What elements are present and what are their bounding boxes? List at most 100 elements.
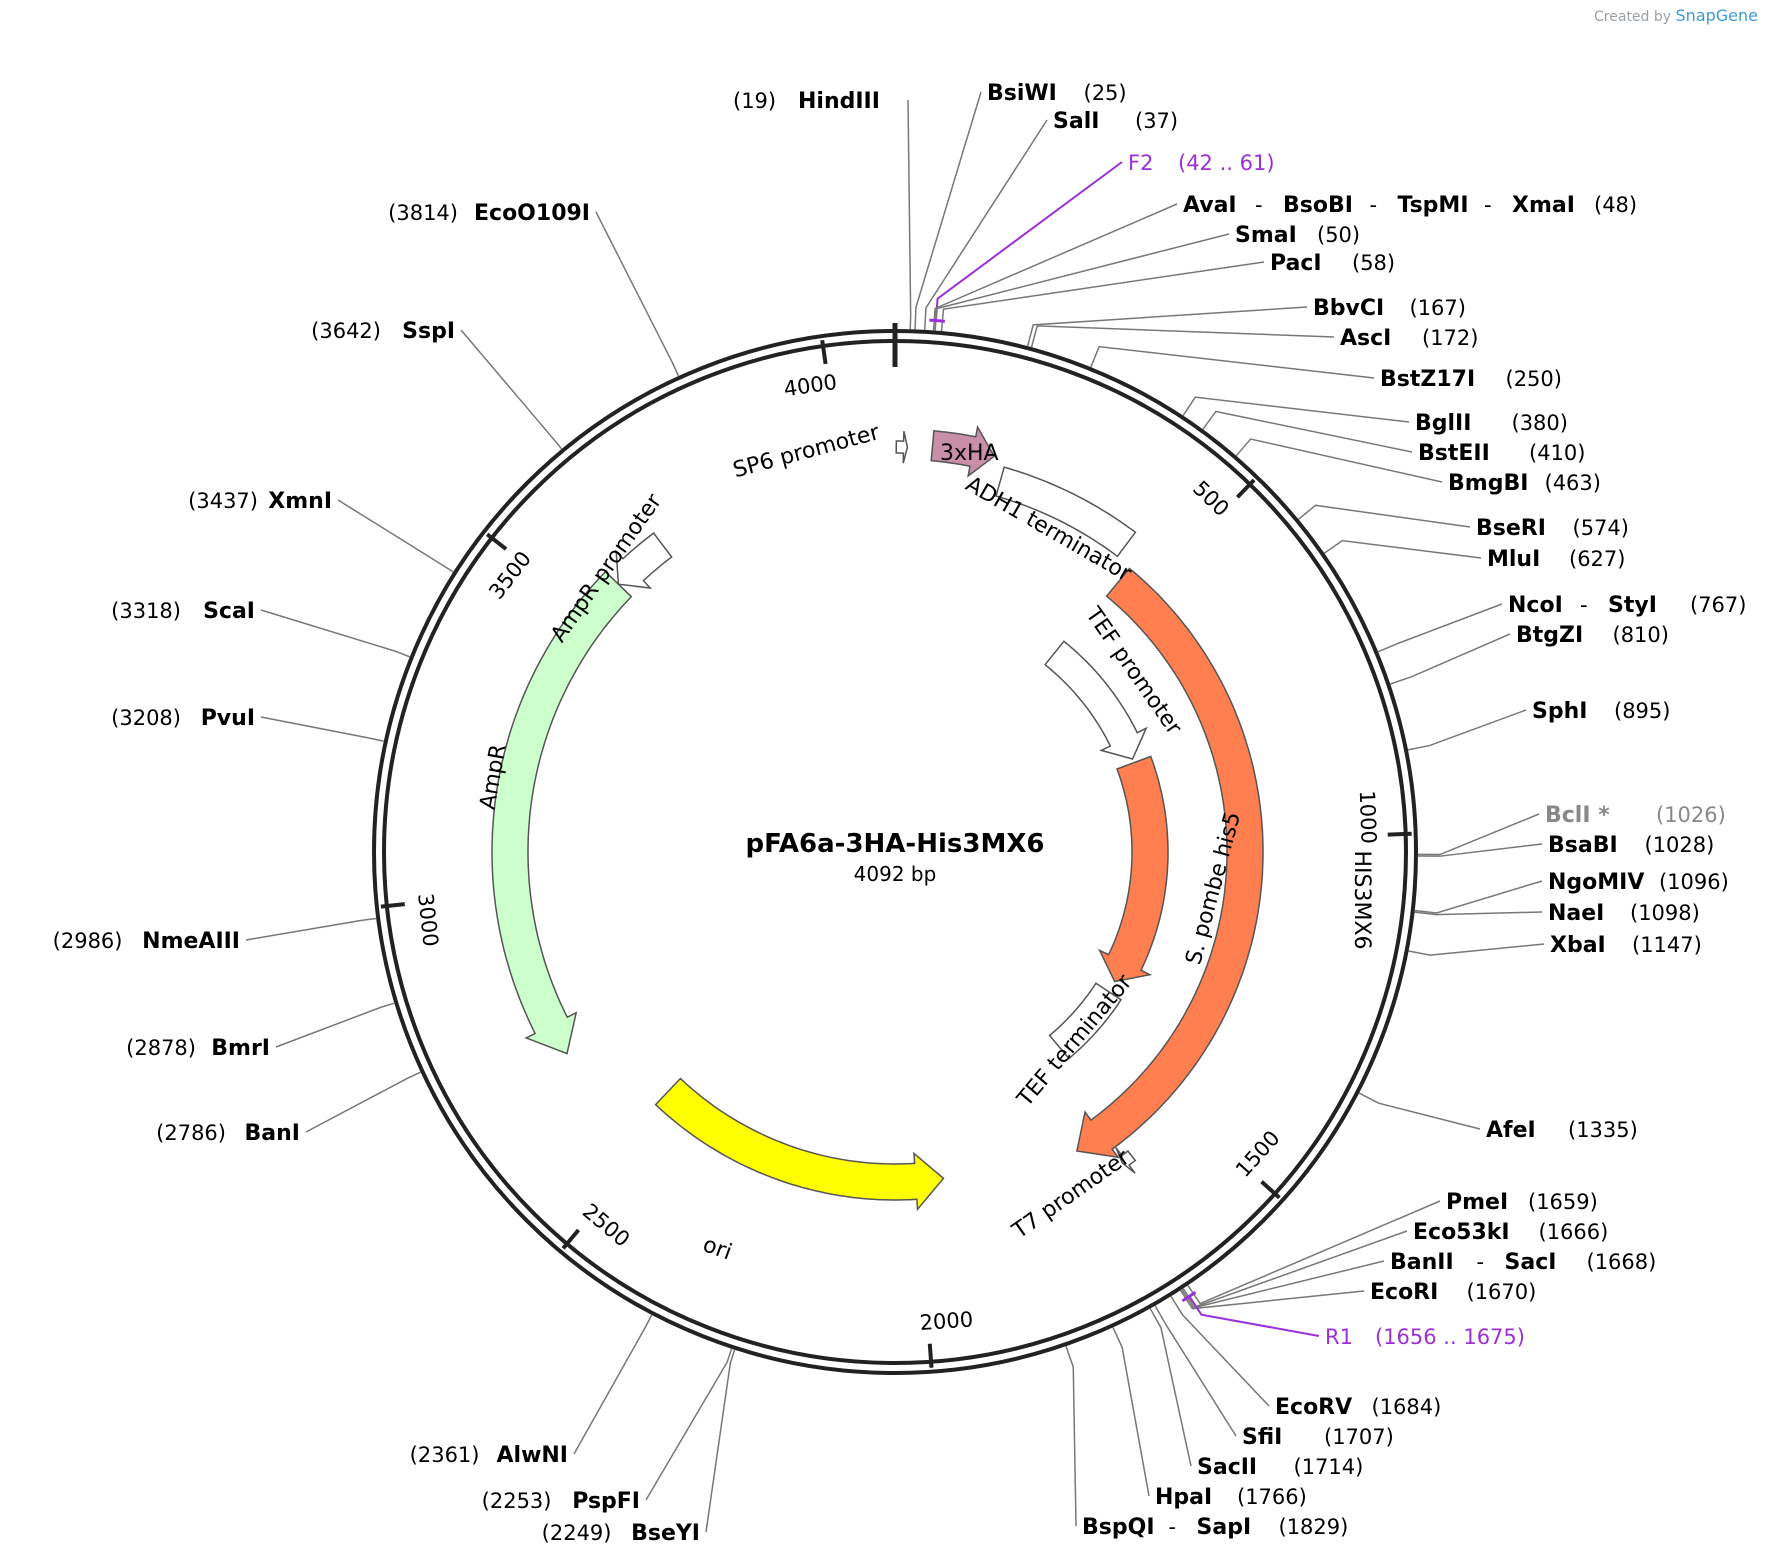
enzyme-name: PvuI bbox=[201, 706, 255, 731]
enzyme-name: ScaI bbox=[203, 599, 255, 624]
site-label-sphi: SphI(895) bbox=[1532, 699, 1670, 724]
site-label-naei: NaeI(1098) bbox=[1548, 901, 1700, 926]
plasmid-backbone bbox=[372, 323, 1418, 1375]
enzyme-name: BspQI bbox=[1082, 1515, 1155, 1540]
enzyme-name: EcoRI bbox=[1370, 1280, 1438, 1305]
leader-line bbox=[1377, 603, 1503, 653]
leader-line bbox=[1179, 1289, 1365, 1310]
leader-line bbox=[1298, 504, 1471, 528]
enzyme-name: BmgBI bbox=[1448, 471, 1528, 496]
site-position: (3208) bbox=[111, 706, 181, 730]
leader-line bbox=[1181, 1260, 1385, 1309]
leader-line bbox=[934, 233, 1230, 331]
leader-line bbox=[1408, 943, 1545, 956]
site-position: (810) bbox=[1613, 623, 1669, 647]
restriction-site-labels: BsiWI(25)SalI(37)F2(42 .. 61)AvaI - BsoB… bbox=[53, 81, 1747, 1546]
enzyme-name: AvaI bbox=[1183, 193, 1237, 218]
site-separator: - bbox=[1477, 1250, 1485, 1274]
site-label-pvui: (3208) PvuI bbox=[111, 706, 255, 731]
primer-binding-f2 bbox=[929, 318, 945, 323]
site-position: (1829) bbox=[1279, 1515, 1349, 1539]
enzyme-name: BsiWI bbox=[987, 81, 1057, 106]
site-label-ecori: EcoRI(1670) bbox=[1370, 1280, 1536, 1305]
site-position: (2786) bbox=[156, 1121, 226, 1145]
enzyme-name: Eco53kI bbox=[1413, 1220, 1510, 1245]
leader-line bbox=[932, 203, 1178, 331]
site-position: (1707) bbox=[1324, 1425, 1394, 1449]
created-by-credit: Created by SnapGene bbox=[1594, 6, 1758, 25]
tick-mark-1500 bbox=[1260, 1180, 1281, 1200]
site-position: (410) bbox=[1529, 441, 1585, 465]
enzyme-name: NcoI bbox=[1508, 593, 1563, 618]
site-label-ncoi-styi: NcoI - StyI(767) bbox=[1508, 593, 1746, 618]
leader-line bbox=[1187, 1200, 1441, 1305]
primer-binding-r1 bbox=[1181, 1291, 1197, 1303]
enzyme-name: BglII bbox=[1415, 411, 1471, 436]
feature-arrow-adh1-terminator bbox=[995, 466, 1137, 558]
site-label-pspfi: (2253)PspFI bbox=[482, 1489, 640, 1514]
site-label-afei: AfeI(1335) bbox=[1486, 1118, 1638, 1143]
enzyme-name: MluI bbox=[1487, 547, 1540, 572]
site-position: (58) bbox=[1352, 251, 1395, 275]
site-label-sacii: SacII(1714) bbox=[1197, 1455, 1363, 1480]
site-label-ecoo109i: (3814) EcoO109I bbox=[388, 201, 590, 226]
feature-label-his3mx6: HIS3MX6 bbox=[1349, 850, 1374, 949]
feature-label-tef-terminator: TEF terminator bbox=[1012, 969, 1138, 1112]
site-position: (1666) bbox=[1539, 1220, 1609, 1244]
site-position: (1096) bbox=[1659, 870, 1729, 894]
site-label-r1: R1(1656 .. 1675) bbox=[1325, 1325, 1525, 1349]
leader-line bbox=[1149, 1308, 1192, 1467]
leader-line bbox=[1154, 1305, 1237, 1437]
feature-arrow-sp6-promoter bbox=[895, 430, 909, 464]
site-position: (3642) bbox=[311, 319, 381, 343]
leader-line bbox=[1065, 1345, 1077, 1527]
enzyme-name: PspFI bbox=[572, 1489, 640, 1514]
site-label-bseyi: (2249) BseYI bbox=[542, 1521, 700, 1546]
enzyme-name: BseYI bbox=[631, 1521, 700, 1546]
leader-line bbox=[1090, 345, 1375, 379]
site-position: (2878) bbox=[126, 1036, 196, 1060]
feature-label-3xha: 3xHA bbox=[940, 441, 999, 466]
site-label-nmeaiii: (2986)NmeAIII bbox=[53, 929, 240, 954]
site-label-xmni: (3437)XmnI bbox=[188, 489, 332, 514]
enzyme-name: SapI bbox=[1197, 1515, 1252, 1540]
enzyme-name: NaeI bbox=[1548, 901, 1604, 926]
leader-line bbox=[337, 499, 454, 573]
feature-arrow-t7-promoter bbox=[1115, 1147, 1137, 1174]
leader-line bbox=[1414, 911, 1543, 916]
site-label-bbvci: BbvCI(167) bbox=[1313, 296, 1466, 321]
enzyme-name: EcoO109I bbox=[474, 201, 590, 226]
leader-line bbox=[245, 917, 377, 941]
site-separator: - bbox=[1169, 1515, 1177, 1539]
tick-mark-3500 bbox=[485, 532, 508, 551]
tick-label-4000: 4000 bbox=[782, 370, 838, 401]
site-position: (895) bbox=[1614, 699, 1670, 723]
leader-line bbox=[260, 609, 411, 658]
site-position: (25) bbox=[1084, 81, 1127, 105]
site-label-banii-saci: BanII - SacI(1668) bbox=[1390, 1250, 1656, 1275]
site-position: (2986) bbox=[53, 929, 123, 953]
site-separator: - bbox=[1255, 193, 1263, 217]
leader-line bbox=[1202, 410, 1413, 453]
site-position: (574) bbox=[1573, 516, 1629, 540]
site-position: (463) bbox=[1545, 471, 1601, 495]
enzyme-name: BstZ17I bbox=[1380, 367, 1475, 392]
enzyme-name: SalI bbox=[1053, 109, 1099, 134]
site-position: (3814) bbox=[388, 201, 458, 225]
tick-label-1000: 1000 bbox=[1355, 790, 1381, 844]
site-label-smai: SmaI(50) bbox=[1235, 223, 1360, 248]
site-label-eco53ki: Eco53kI (1666) bbox=[1413, 1220, 1608, 1245]
feature-arrow-tef-promoter bbox=[1044, 640, 1148, 760]
site-label-scai: (3318)ScaI bbox=[111, 599, 255, 624]
site-position: (48) bbox=[1594, 193, 1637, 217]
feature-arrow-3xha bbox=[930, 424, 996, 478]
feature-label-ori: ori bbox=[699, 1232, 734, 1265]
site-position: (380) bbox=[1512, 411, 1568, 435]
enzyme-name: HindIII bbox=[798, 89, 880, 114]
leader-line bbox=[1188, 1295, 1320, 1337]
site-position: (2249) bbox=[542, 1521, 612, 1545]
site-label-ecorv: EcoRV(1684) bbox=[1275, 1395, 1441, 1420]
leader-line bbox=[705, 1349, 736, 1533]
enzyme-name: SspI bbox=[402, 319, 455, 344]
tick-label-3500: 3500 bbox=[484, 547, 536, 604]
